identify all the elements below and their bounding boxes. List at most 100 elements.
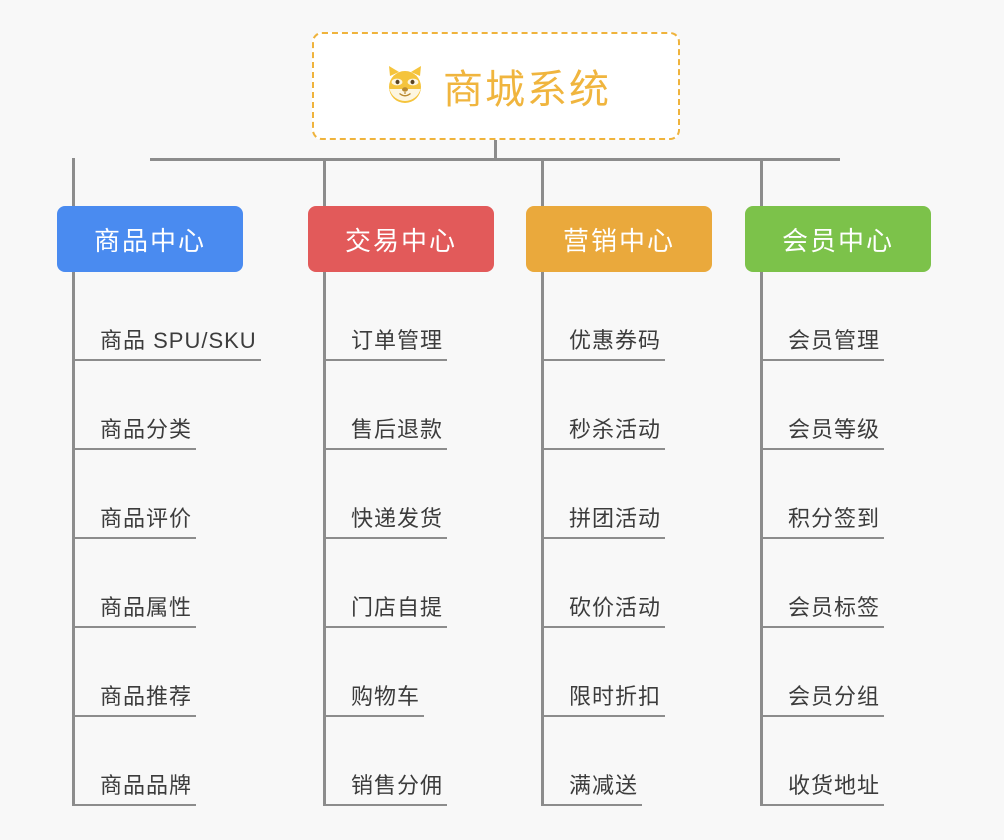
- connector-drop-product-center: [72, 158, 75, 206]
- connector-drop-marketing-center: [541, 158, 544, 206]
- leaf-item[interactable]: 会员分组: [760, 628, 885, 717]
- leaf-label: 收货地址: [788, 773, 881, 798]
- leaf-item[interactable]: 商品分类: [72, 361, 197, 450]
- leaf-item[interactable]: 会员管理: [760, 272, 885, 361]
- leaf-item[interactable]: 积分签到: [760, 450, 885, 539]
- leaf-inner: 商品评价: [72, 501, 197, 539]
- leaf-inner: 优惠券码: [541, 323, 666, 361]
- leaf-label: 满减送: [569, 773, 639, 798]
- leaf-item[interactable]: 砍价活动: [541, 539, 666, 628]
- leaf-label: 订单管理: [351, 328, 444, 353]
- category-label: 营销中心: [562, 225, 675, 256]
- leaf-underline: [760, 537, 885, 539]
- leaf-item[interactable]: 收货地址: [760, 717, 885, 806]
- leaf-underline: [541, 537, 666, 539]
- leaf-inner: 商品属性: [72, 590, 197, 628]
- leaf-label: 商品属性: [100, 595, 193, 620]
- leaf-label: 限时折扣: [569, 684, 662, 709]
- leaf-item[interactable]: 门店自提: [323, 539, 448, 628]
- category-label: 会员中心: [781, 225, 894, 256]
- leaf-underline: [541, 626, 666, 628]
- leaf-label: 会员等级: [788, 417, 881, 442]
- leaf-label: 优惠券码: [569, 328, 662, 353]
- leaf-label: 销售分佣: [351, 773, 444, 798]
- leaf-underline: [72, 804, 197, 806]
- leaf-underline: [760, 804, 885, 806]
- leaf-label: 秒杀活动: [569, 417, 662, 442]
- leaf-item[interactable]: 拼团活动: [541, 450, 666, 539]
- root-title: 商城系统: [443, 68, 611, 112]
- category-member-center[interactable]: 会员中心: [745, 206, 931, 272]
- leaf-item[interactable]: 购物车: [323, 628, 425, 717]
- leaf-item[interactable]: 商品评价: [72, 450, 197, 539]
- root-node[interactable]: 商城系统: [312, 32, 680, 140]
- leaf-label: 拼团活动: [569, 506, 662, 531]
- leaf-item[interactable]: 会员等级: [760, 361, 885, 450]
- leaf-inner: 会员分组: [760, 679, 885, 717]
- leaf-label: 售后退款: [351, 417, 444, 442]
- leaf-item[interactable]: 商品品牌: [72, 717, 197, 806]
- leaf-item[interactable]: 会员标签: [760, 539, 885, 628]
- leaf-label: 门店自提: [351, 595, 444, 620]
- leaf-item[interactable]: 快递发货: [323, 450, 448, 539]
- category-product-center[interactable]: 商品中心: [57, 206, 243, 272]
- leaf-inner: 门店自提: [323, 590, 448, 628]
- leaf-label: 商品品牌: [100, 773, 193, 798]
- branch-trunk: [323, 272, 326, 806]
- leaf-underline: [72, 537, 197, 539]
- leaf-inner: 限时折扣: [541, 679, 666, 717]
- leaf-inner: 会员等级: [760, 412, 885, 450]
- leaf-underline: [323, 804, 448, 806]
- leaf-item[interactable]: 商品推荐: [72, 628, 197, 717]
- branch-trunk: [760, 272, 763, 806]
- leaf-label: 快递发货: [351, 506, 444, 531]
- leaf-underline: [760, 715, 885, 717]
- branch-trunk: [541, 272, 544, 806]
- category-label: 交易中心: [344, 225, 457, 256]
- leaf-inner: 销售分佣: [323, 768, 448, 806]
- leaf-item[interactable]: 商品 SPU/SKU: [72, 272, 261, 361]
- leaf-inner: 快递发货: [323, 501, 448, 539]
- leaf-inner: 订单管理: [323, 323, 448, 361]
- leaf-item[interactable]: 限时折扣: [541, 628, 666, 717]
- leaf-underline: [323, 359, 448, 361]
- leaf-label: 会员分组: [788, 684, 881, 709]
- connector-horizontal-bus: [150, 158, 840, 161]
- leaf-inner: 商品分类: [72, 412, 197, 450]
- leaf-underline: [541, 804, 643, 806]
- leaf-underline: [72, 448, 197, 450]
- leaf-underline: [541, 359, 666, 361]
- category-trade-center[interactable]: 交易中心: [308, 206, 494, 272]
- leaf-label: 积分签到: [788, 506, 881, 531]
- leaf-label: 商品评价: [100, 506, 193, 531]
- leaf-underline: [72, 626, 197, 628]
- leaf-underline: [760, 359, 885, 361]
- leaf-inner: 拼团活动: [541, 501, 666, 539]
- leaf-inner: 积分签到: [760, 501, 885, 539]
- leaf-item[interactable]: 售后退款: [323, 361, 448, 450]
- connector-root-stem: [494, 140, 497, 160]
- leaf-item[interactable]: 秒杀活动: [541, 361, 666, 450]
- leaf-item[interactable]: 满减送: [541, 717, 643, 806]
- leaf-underline: [323, 626, 448, 628]
- leaf-inner: 会员管理: [760, 323, 885, 361]
- leaf-item[interactable]: 优惠券码: [541, 272, 666, 361]
- leaf-underline: [541, 715, 666, 717]
- leaf-label: 商品 SPU/SKU: [100, 328, 257, 353]
- leaf-item[interactable]: 订单管理: [323, 272, 448, 361]
- leaf-inner: 会员标签: [760, 590, 885, 628]
- connector-drop-member-center: [760, 158, 763, 206]
- leaf-inner: 商品推荐: [72, 679, 197, 717]
- leaf-underline: [72, 359, 261, 361]
- leaf-inner: 收货地址: [760, 768, 885, 806]
- leaf-inner: 秒杀活动: [541, 412, 666, 450]
- branch-trunk: [72, 272, 75, 806]
- category-marketing-center[interactable]: 营销中心: [526, 206, 712, 272]
- leaf-inner: 砍价活动: [541, 590, 666, 628]
- leaf-item[interactable]: 销售分佣: [323, 717, 448, 806]
- dog-face-icon: [381, 62, 429, 110]
- leaf-item[interactable]: 商品属性: [72, 539, 197, 628]
- leaf-inner: 商品 SPU/SKU: [72, 323, 261, 361]
- leaf-inner: 购物车: [323, 679, 425, 717]
